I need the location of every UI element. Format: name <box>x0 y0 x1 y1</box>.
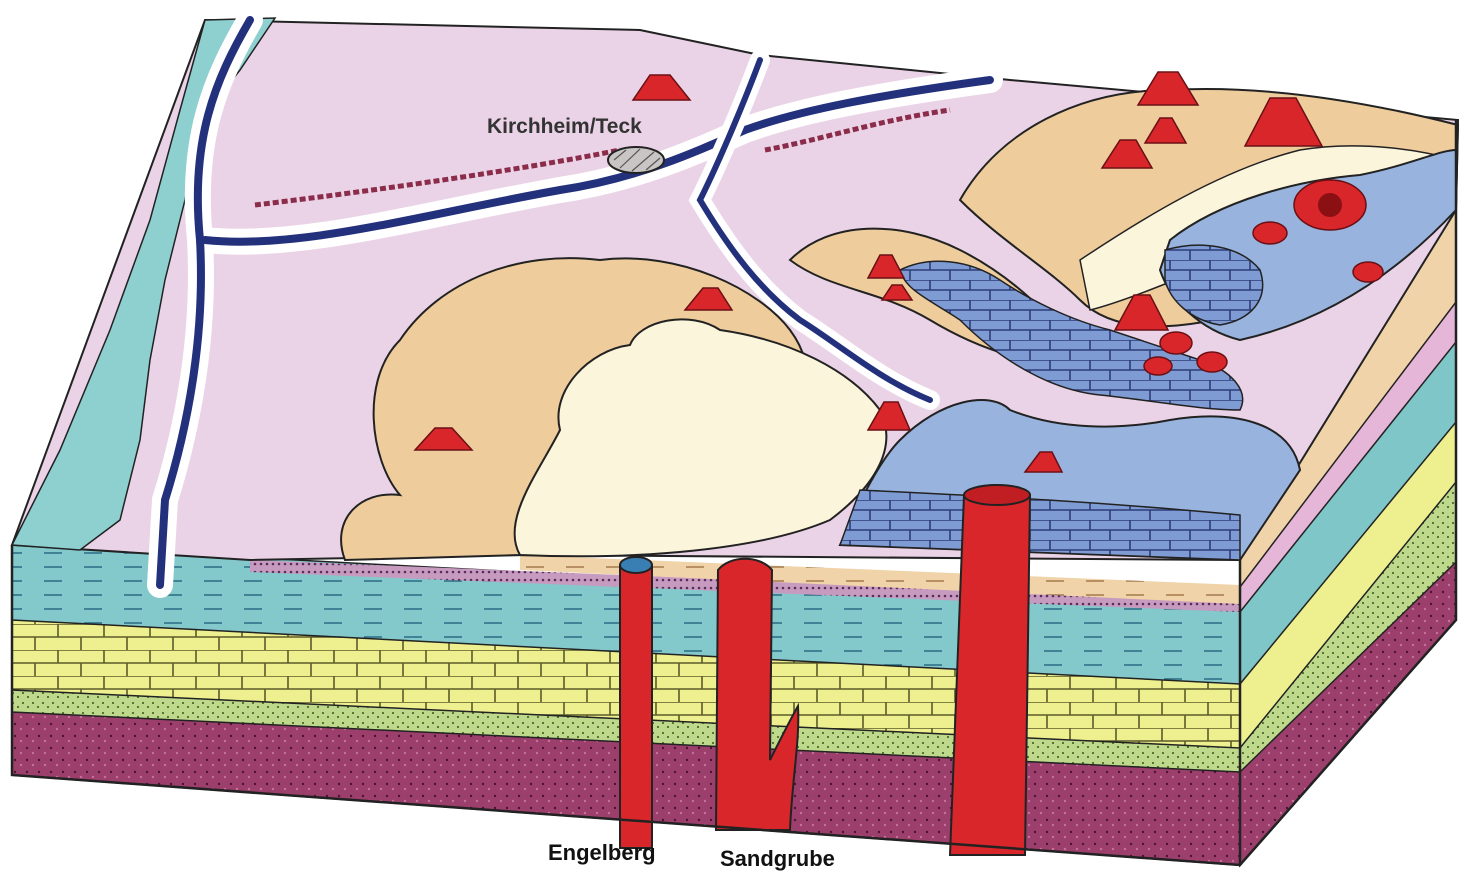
vent-2 <box>1253 222 1287 244</box>
pipe-engelberg-top <box>620 557 652 573</box>
pipe-third-top <box>964 485 1030 505</box>
vent-4 <box>1160 332 1192 354</box>
pipe-third <box>950 485 1030 855</box>
pipe-engelberg <box>620 565 652 848</box>
sandgrube-label: Sandgrube <box>720 846 835 872</box>
vent-3 <box>1353 262 1383 282</box>
vent-core <box>1318 193 1342 217</box>
town-marker <box>608 147 664 173</box>
top-surface <box>12 18 1458 585</box>
vent-5 <box>1197 352 1227 372</box>
vent-6 <box>1144 357 1172 375</box>
town-label: Kirchheim/Teck <box>487 115 642 139</box>
engelberg-label: Engelberg <box>548 840 656 866</box>
